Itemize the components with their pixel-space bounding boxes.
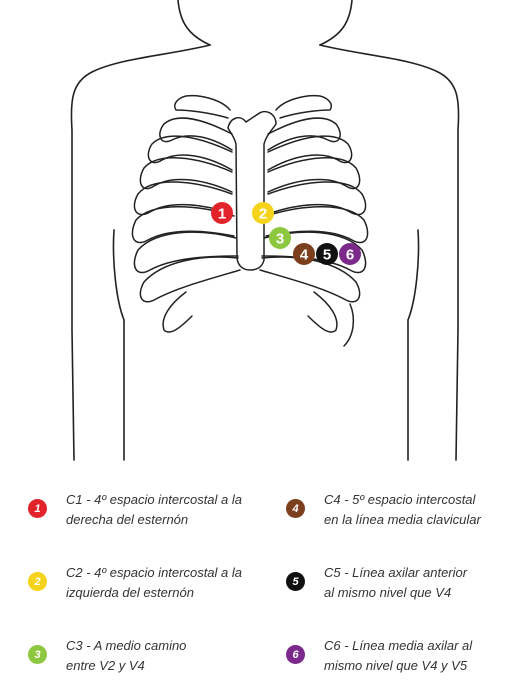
legend-text-c3: C3 - A medio camino entre V2 y V4 <box>66 638 187 673</box>
electrode-legend: 1 C1 - 4º espacio intercostal a la derec… <box>0 478 531 684</box>
legend-item-c2: 2 C2 - 4º espacio intercostal a la izqui… <box>28 563 271 603</box>
electrode-marker-4: 4 <box>293 243 315 265</box>
legend-text-c5: C5 - Línea axilar anterior al mismo nive… <box>324 565 468 600</box>
chest-diagram: 1 2 3 4 5 6 <box>70 0 460 461</box>
legend-badge-3: 3 <box>28 645 47 664</box>
legend-text-c4: C4 - 5º espacio intercostal en la línea … <box>324 492 481 527</box>
electrode-marker-1: 1 <box>211 202 233 224</box>
electrode-marker-5: 5 <box>316 243 338 265</box>
svg-text:2: 2 <box>259 206 267 223</box>
svg-text:3: 3 <box>276 231 284 248</box>
legend-badge-1: 1 <box>28 499 47 518</box>
electrode-marker-6: 6 <box>339 243 361 265</box>
legend-badge-4: 4 <box>286 499 305 518</box>
electrode-markers: 1 2 3 4 5 6 <box>211 202 361 265</box>
svg-text:6: 6 <box>346 247 354 264</box>
legend-item-c1: 1 C1 - 4º espacio intercostal a la derec… <box>28 490 271 530</box>
electrode-marker-3: 3 <box>269 227 291 249</box>
legend-badge-6: 6 <box>286 645 305 664</box>
legend-item-c6: 6 C6 - Línea media axilar al mismo nivel… <box>286 636 529 676</box>
electrode-marker-2: 2 <box>252 202 274 224</box>
svg-text:5: 5 <box>323 247 331 264</box>
legend-item-c4: 4 C4 - 5º espacio intercostal en la líne… <box>286 490 529 530</box>
legend-badge-2: 2 <box>28 572 47 591</box>
legend-text-c2: C2 - 4º espacio intercostal a la izquier… <box>66 565 243 600</box>
torso-outline <box>70 0 460 461</box>
svg-text:1: 1 <box>218 206 226 223</box>
legend-text-c1: C1 - 4º espacio intercostal a la derecha… <box>66 492 243 527</box>
svg-text:4: 4 <box>300 247 309 264</box>
legend-item-c3: 3 C3 - A medio camino entre V2 y V4 <box>28 636 271 676</box>
ribcage <box>131 94 369 347</box>
legend-text-c6: C6 - Línea media axilar al mismo nivel q… <box>324 638 473 673</box>
legend-badge-5: 5 <box>286 572 305 591</box>
legend-item-c5: 5 C5 - Línea axilar anterior al mismo ni… <box>286 563 529 603</box>
